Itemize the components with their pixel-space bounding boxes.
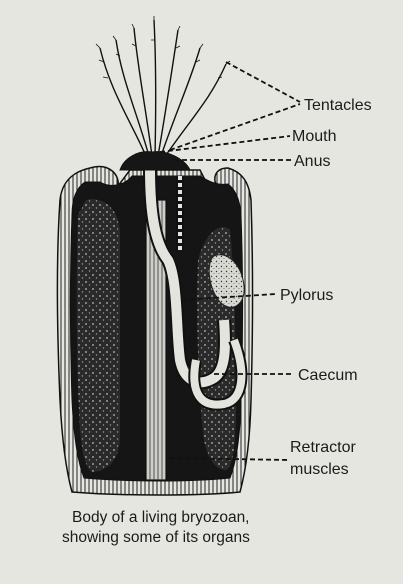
label-caecum: Caecum bbox=[298, 367, 358, 384]
label-mouth: Mouth bbox=[292, 128, 336, 145]
label-pylorus: Pylorus bbox=[280, 287, 333, 304]
label-retractor-line2: muscles bbox=[290, 461, 349, 478]
label-tentacles: Tentacles bbox=[304, 97, 372, 114]
caption-line2: showing some of its organs bbox=[62, 529, 250, 546]
label-anus: Anus bbox=[294, 153, 330, 170]
label-retractor-line1: Retractor bbox=[290, 439, 356, 456]
caption-line1: Body of a living bryozoan, bbox=[72, 509, 250, 526]
